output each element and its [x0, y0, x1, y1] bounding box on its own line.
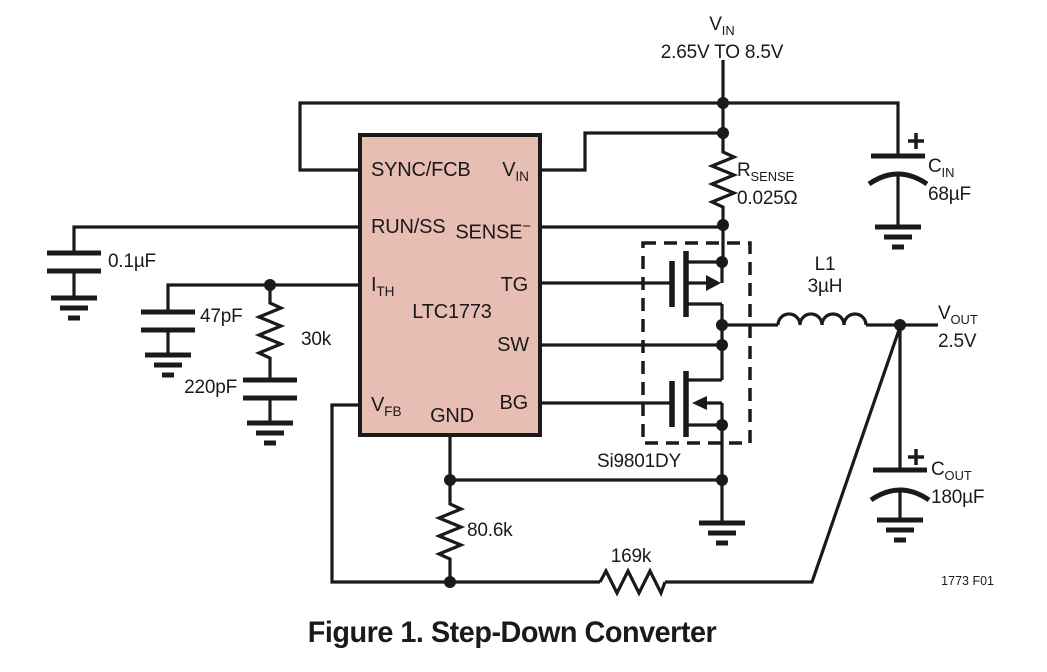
pin-sense: SENSE−: [455, 218, 531, 244]
pin-sw: SW: [497, 334, 529, 356]
ground-icon: [875, 224, 921, 250]
r80k-resistor: [434, 480, 466, 582]
fet-pair-label: Si9801DY: [597, 451, 681, 472]
ic-name: LTC1773: [412, 301, 492, 323]
plus-icon: [908, 449, 924, 465]
softstart-cap: [47, 225, 360, 321]
vout-label: VOUT 2.5V: [938, 303, 978, 352]
r80k-label: 80.6k: [467, 520, 513, 541]
arrow-left-icon: [692, 396, 707, 410]
pin-vin: VIN: [502, 159, 529, 184]
cin-capacitor: [867, 133, 929, 250]
c220pf-label: 220pF: [184, 377, 237, 398]
r169k-label: 169k: [610, 546, 652, 567]
figure-code: 1773 F01: [941, 574, 994, 588]
l1-label: L1 3µH: [807, 254, 843, 297]
figure-caption: Figure 1. Step-Down Converter: [307, 616, 717, 649]
top-mosfet: [540, 251, 724, 325]
bottom-mosfet: [540, 371, 745, 546]
junction-dots: [264, 97, 906, 588]
ground-icon: [877, 517, 923, 543]
pin-gnd: GND: [430, 405, 474, 427]
c47pf-label: 47pF: [200, 306, 243, 327]
fet-pair-dashed-box: [641, 241, 752, 445]
ground-icon: [699, 520, 745, 546]
sw-node-wire: [540, 325, 724, 380]
pin-run-ss: RUN/SS: [371, 216, 446, 238]
cin-label: CIN 68µF: [928, 156, 971, 205]
pin-tg: TG: [500, 274, 529, 296]
sense-wire: [540, 225, 725, 262]
pin-vfb: VFB: [371, 394, 402, 419]
cout-label: COUT 180µF: [931, 459, 985, 508]
vfb-feedback-wire: [330, 326, 902, 598]
pin-sync-fcb: SYNC/FCB: [371, 159, 471, 181]
arrow-right-icon: [706, 275, 721, 291]
ground-icon: [145, 352, 191, 378]
rsense-label: RSENSE 0.025Ω: [737, 160, 798, 209]
pin-bg: BG: [499, 392, 529, 414]
gnd-net-wire: [448, 435, 722, 482]
vin-rail-wire: [298, 60, 900, 172]
r30k-label: 30k: [301, 329, 332, 350]
r169k-resistor: [598, 567, 667, 598]
ic-body: [358, 133, 542, 437]
pin-ith: ITH: [371, 274, 395, 299]
plus-icon: [908, 133, 924, 149]
vin-supply-label: VIN 2.65V TO 8.5V: [660, 14, 784, 63]
rsense-resistor: [707, 133, 739, 225]
ground-icon: [247, 420, 293, 446]
r30k-resistor: [254, 285, 286, 380]
ground-icon: [51, 295, 97, 321]
softstart-cap-label: 0.1µF: [108, 251, 156, 272]
ith-compensation: [141, 283, 360, 446]
cout-capacitor: [869, 325, 931, 543]
